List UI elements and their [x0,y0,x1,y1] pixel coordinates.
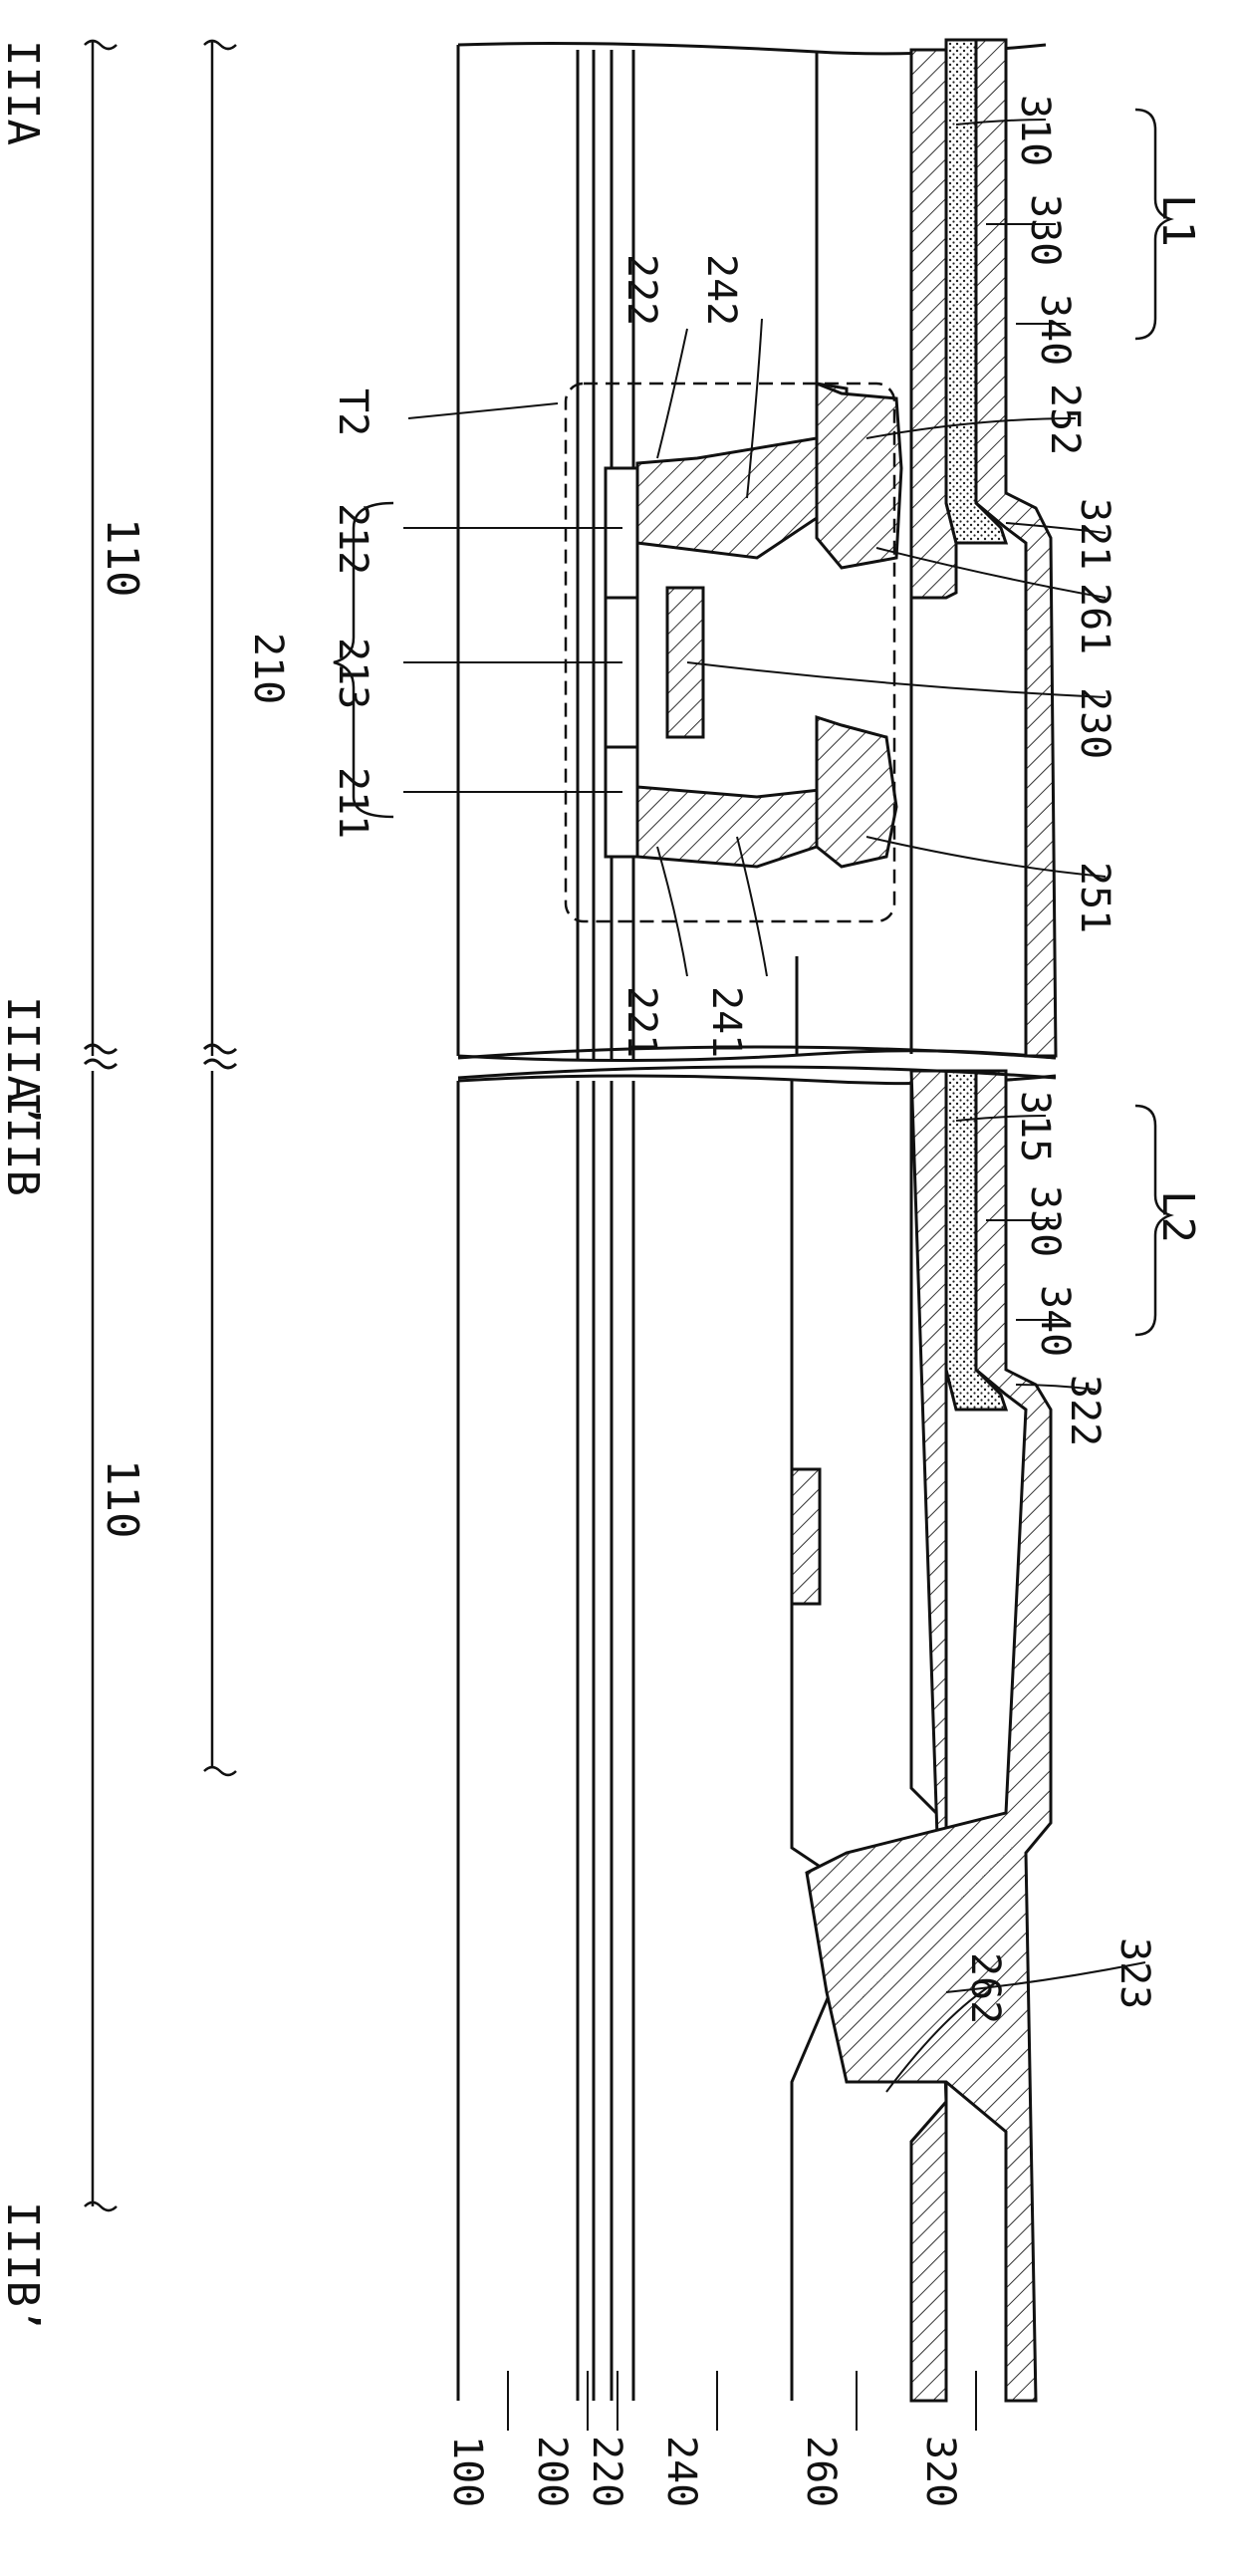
label-212: 212 [330,503,375,575]
bottom-label-1: 200 [529,2436,575,2507]
label-322: 322 [1062,1375,1108,1446]
label-210: 210 [245,633,291,704]
region-label-b: 110 [97,1459,147,1538]
bottom-label-3: 240 [658,2436,704,2507]
label-262: 262 [962,1952,1008,2024]
drain-212 [606,468,637,598]
section-label-a-start: IIIA [0,40,48,145]
label-213: 213 [330,638,375,709]
channel-213 [606,598,637,747]
label-241: 241 [703,986,749,1058]
label-230: 230 [1072,687,1117,759]
bottom-label-2: 220 [584,2436,629,2507]
stack-l1 [911,40,1056,1056]
label-l1-layer-2: 340 [1032,294,1078,366]
label-l2: L2 [1152,1190,1203,1243]
label-222: 222 [618,254,664,326]
layer-340 [976,40,1056,1056]
label-l1-layer-0: 310 [1012,95,1058,166]
label-l1: L1 [1152,194,1203,247]
region-lines [85,40,236,2210]
bottom-label-0: 100 [444,2436,490,2507]
layer-315 [911,1071,946,2401]
bump-b [792,1469,820,1604]
section-label-b-start: IIIB [0,1091,48,1196]
label-323: 323 [1112,1937,1157,2009]
gate-230 [667,588,703,737]
section-label-b-end: IIIB’ [0,2201,48,2333]
label-252: 252 [1042,384,1088,455]
region-label-a: 110 [97,518,147,597]
label-l2-layer-2: 340 [1032,1285,1078,1357]
label-242: 242 [698,254,744,326]
layer-240-b [792,1081,852,2401]
bottom-label-5: 320 [917,2436,963,2507]
label-261: 261 [1072,583,1117,654]
label-211: 211 [330,767,375,839]
electrode-251 [817,717,896,867]
label-221: 221 [618,986,664,1058]
label-l1-layer-1: 330 [1022,194,1068,266]
stack-l2 [807,1071,1051,2401]
electrode-252 [817,384,901,568]
transistor-label-t2: T2 [330,388,375,436]
label-l2-layer-1: 330 [1022,1185,1068,1257]
label-l2-layer-0: 315 [1012,1091,1058,1162]
source-211 [606,747,637,857]
label-251: 251 [1072,862,1117,933]
bottom-label-4: 260 [798,2436,844,2507]
label-321: 321 [1072,498,1117,570]
